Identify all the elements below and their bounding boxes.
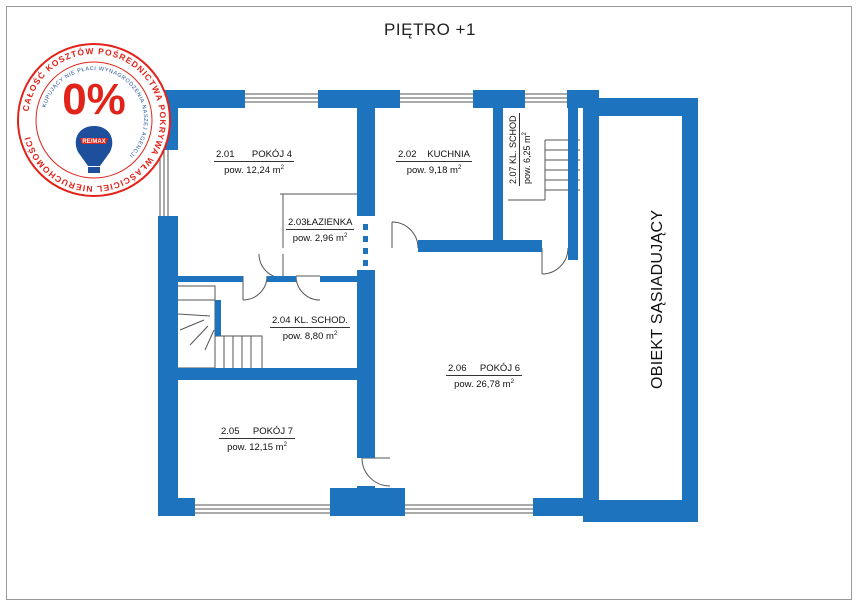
door-2-03 [258,253,284,279]
wall-dot [363,236,368,242]
wall-top-mid2 [473,90,525,108]
wall-center-vert [357,90,375,216]
wall-dot [363,224,368,230]
wall-dot [363,248,368,254]
wall-center-vert-3 [357,486,375,516]
wall-bottom-right [533,498,583,516]
stairs-2-07 [544,139,580,200]
remax-balloon-icon [75,126,113,173]
window-top-1 [245,93,318,103]
page-border [6,6,852,600]
wall-stair-2-07-v [568,108,578,260]
window-top-3 [525,93,567,103]
wall-top-right [567,90,583,108]
wall-2-01-bottom [178,276,243,282]
door-2-02 [391,221,419,249]
wall-kitchen-right [493,108,503,248]
remax-logo-text: RE/MAX [82,139,105,145]
wall-left-bottom [158,286,178,516]
wall-neighbour-bottom [583,500,698,522]
wall-stair-2-04-v [215,300,221,336]
commission-badge: CAŁOŚĆ KOSZTÓW POŚREDNICTWA POKRYWA WŁAŚ… [17,43,171,197]
wall-bottom-left [158,498,195,516]
wall-right-outer [583,90,599,516]
bathroom-wall [280,193,360,248]
wall-left-mid [158,216,178,286]
neighbour-building-label: OBIEKT SĄSIADUJĄCY [649,209,666,389]
badge-percent: 0% [62,75,126,124]
wall-dot [520,244,526,249]
window-bottom-2 [405,504,533,514]
wall-dot [363,260,368,266]
walls [158,90,698,522]
door-2-05 [361,457,391,487]
wall-dots [363,224,536,266]
room-label-2-07: 2.07 KL. SCHOD pow. 6,25 m2 [508,113,532,186]
floor-title: PIĘTRO +1 [384,20,476,39]
wall-dot [530,244,536,249]
wall-center-vert-2 [357,270,375,458]
window-top-2 [400,93,473,103]
wall-neighbour-top [583,98,698,116]
wall-dot [510,244,516,249]
wall-2-01-bottom2 [267,276,296,282]
window-left [159,150,169,216]
wall-2-01-bottom3 [320,276,360,282]
wall-stair-2-04-h [178,368,358,380]
door-2-04-b [295,275,321,301]
window-bottom-1 [195,504,330,514]
door-2-04-a [242,275,268,301]
wall-top-left [158,90,245,108]
wall-neighbour-right [682,98,698,516]
door-2-07 [541,247,569,275]
